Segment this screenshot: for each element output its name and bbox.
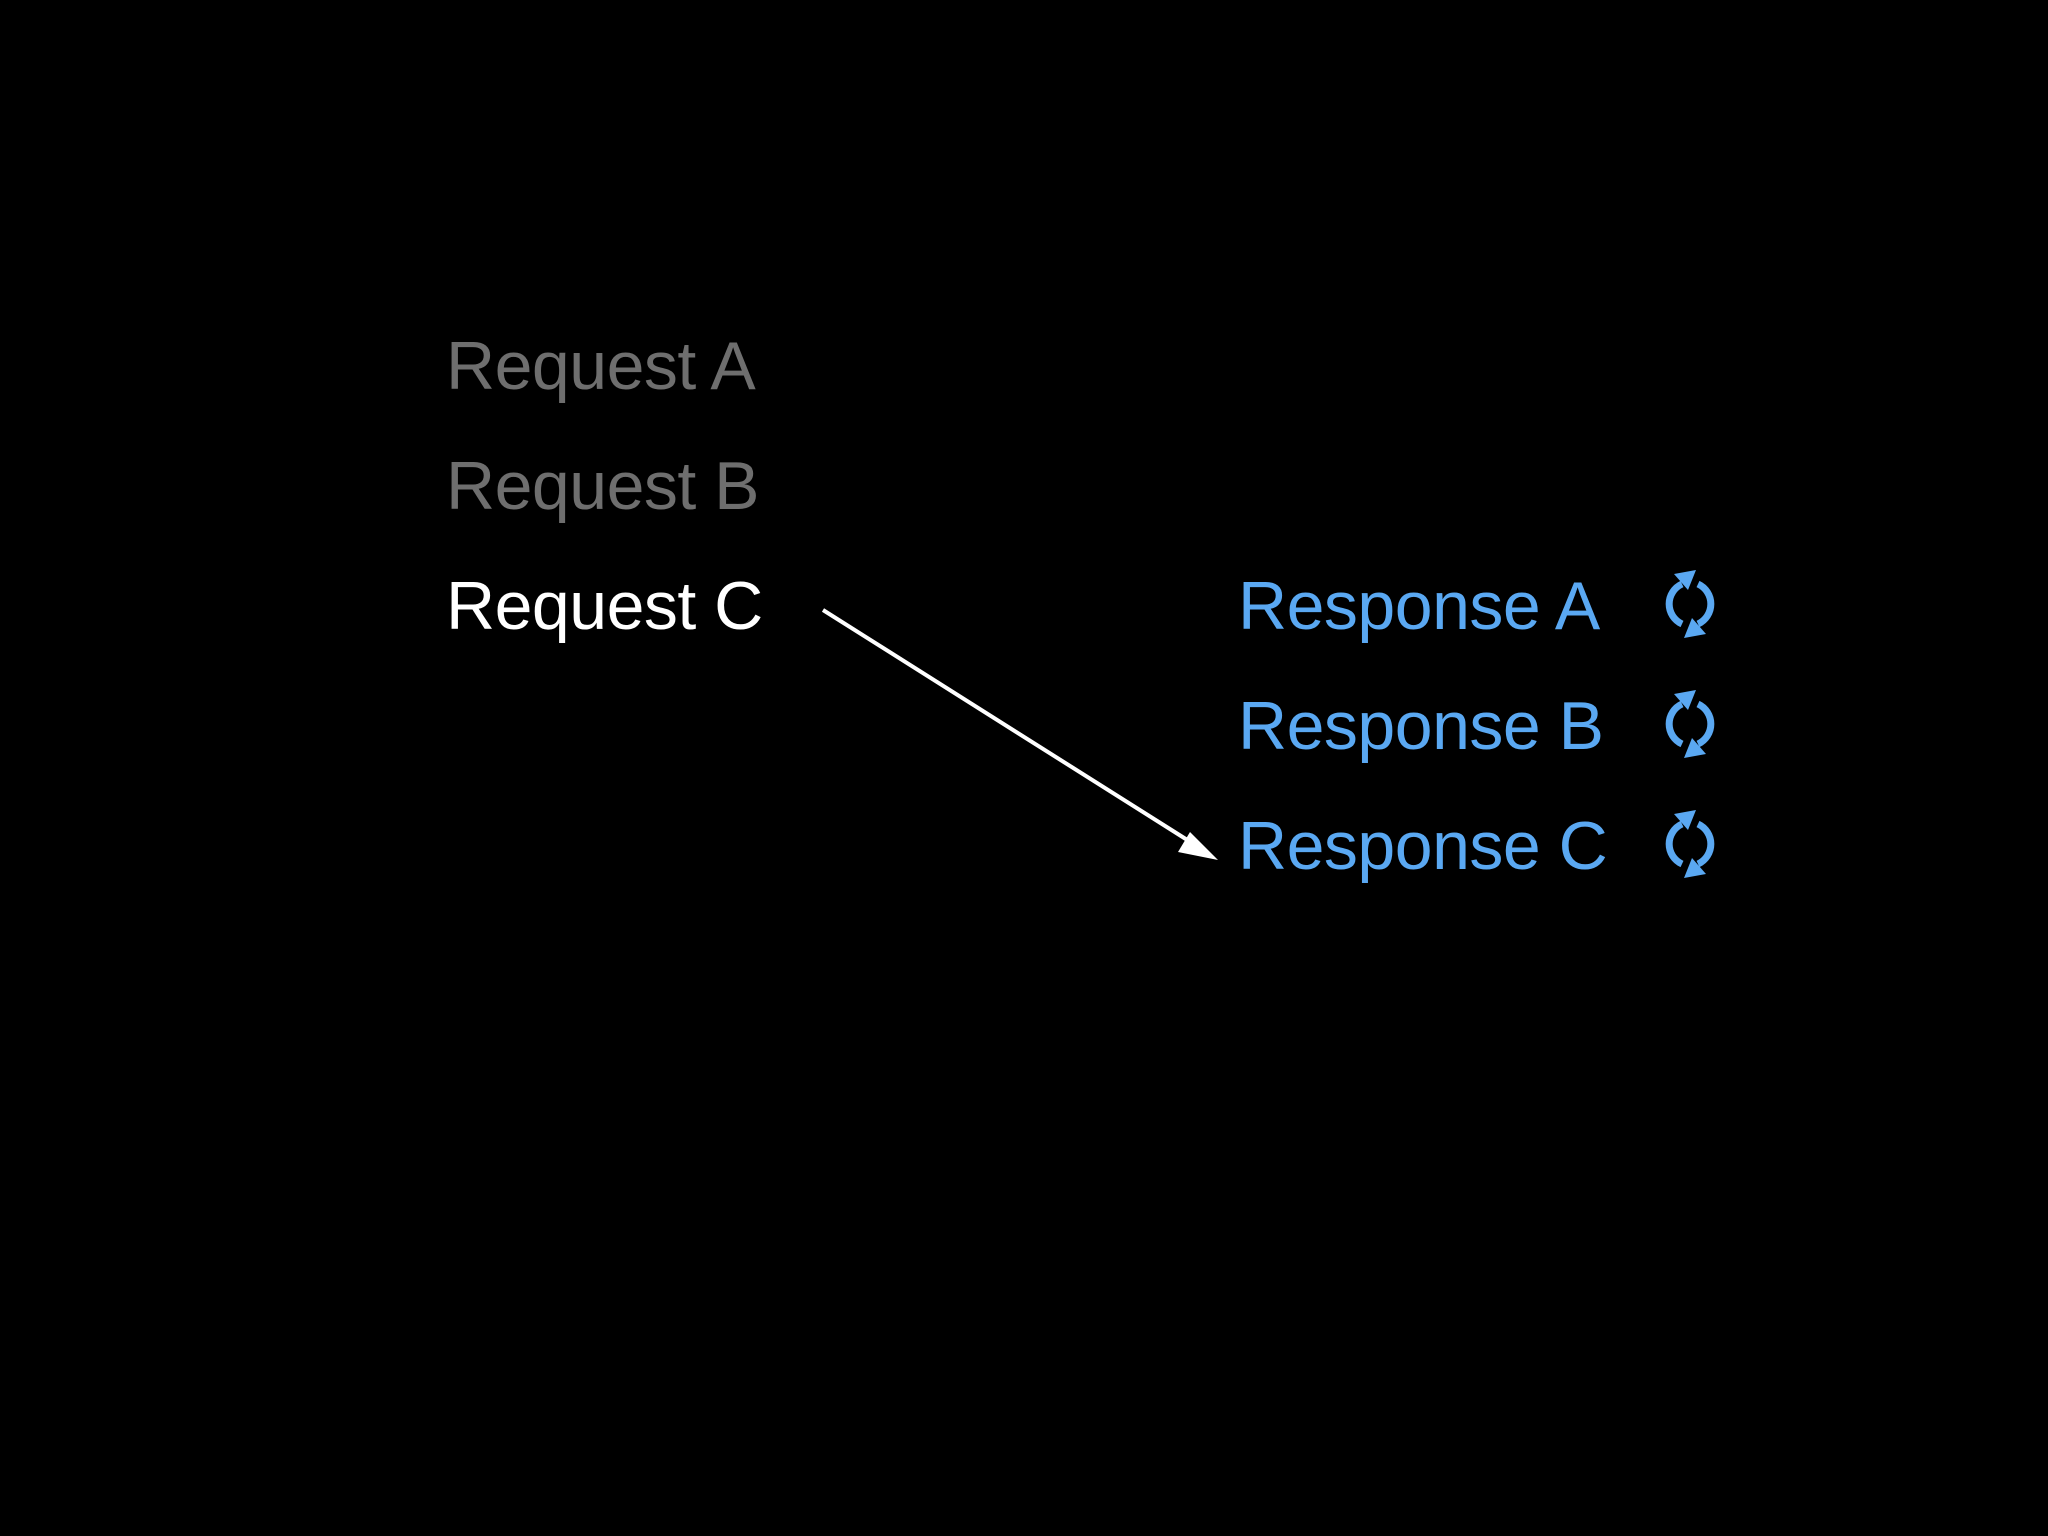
request-b-label: Request B — [446, 448, 760, 524]
response-a-label: Response A — [1238, 568, 1600, 644]
arrow-head — [1178, 832, 1218, 860]
refresh-icon — [1665, 690, 1715, 758]
response-b-label: Response B — [1238, 688, 1604, 764]
request-a-label: Request A — [446, 328, 756, 404]
response-c-label: Response C — [1238, 808, 1608, 884]
refresh-icon — [1665, 810, 1715, 878]
request-c-label: Request C — [446, 568, 763, 644]
refresh-icon — [1665, 570, 1715, 638]
